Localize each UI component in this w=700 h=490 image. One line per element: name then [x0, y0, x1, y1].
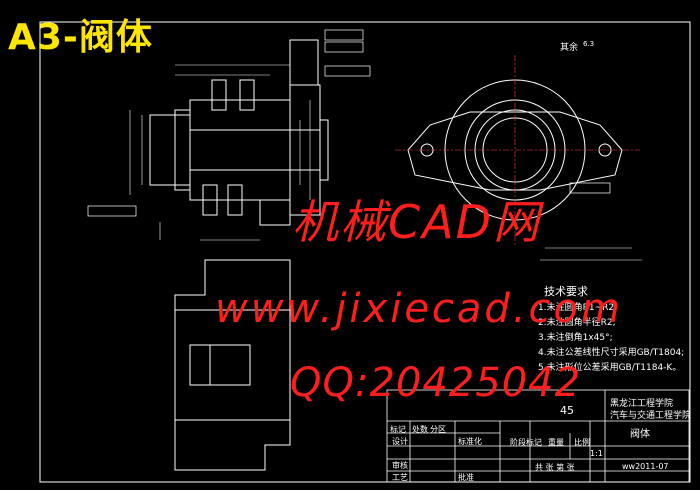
end-view — [395, 55, 640, 245]
tech-heading: 技术要求 — [544, 285, 588, 298]
drawing-number: ww2011-07 — [622, 462, 669, 471]
roughness-rest: 其余 — [560, 43, 579, 53]
process-label: 工艺 — [392, 473, 408, 482]
roughness-value: 6.3 — [583, 40, 595, 48]
page-title: A3-阀体 — [8, 17, 153, 58]
section-view — [149, 39, 329, 226]
stage-label: 阶段标记 — [510, 438, 542, 447]
bottom-view — [174, 259, 291, 471]
technical-requirements: 技术要求 1.未注圆角R1~R2; 2.未注圆角半径R2; 3.未注倒角1x45… — [538, 284, 684, 376]
material: 45 — [560, 404, 574, 417]
standard-label: 标准化 — [458, 437, 482, 446]
tech-item: 3.未注倒角1x45°; — [538, 333, 613, 343]
count-label: 处数 — [412, 425, 428, 434]
tech-item: 2.未注圆角半径R2; — [538, 318, 616, 328]
scale-value: 1:1 — [590, 449, 603, 458]
tech-item: 1.未注圆角R1~R2; — [538, 303, 618, 313]
watermark-line2: www.jixiecad.com — [215, 286, 623, 332]
sheet-border — [39, 21, 691, 483]
title-block-grid — [386, 389, 690, 483]
dimensions — [129, 64, 642, 261]
watermark-line3: QQ:20425042 — [290, 360, 582, 406]
dept-name: 汽车与交通工程学院 — [610, 411, 692, 421]
part-name: 阀体 — [630, 429, 650, 440]
watermark-line1: 机械CAD网 — [292, 195, 542, 249]
tech-item: 5.未注形位公差采用GB/T1184-K。 — [538, 363, 682, 373]
weight-label: 重量 — [548, 438, 564, 447]
tech-item: 4.未注公差线性尺寸采用GB/T1804; — [538, 348, 685, 358]
design-label: 设计 — [392, 437, 408, 446]
school-name: 黑龙江工程学院 — [610, 399, 674, 409]
scale-label: 比例 — [574, 438, 590, 447]
sheet-count: 共 张 第 张 — [535, 463, 575, 472]
zone-label: 分区 — [430, 425, 446, 434]
mark-label: 标记 — [390, 425, 406, 434]
review-label: 审核 — [392, 461, 408, 470]
tolerance-frames — [87, 29, 611, 217]
approve-label: 批准 — [458, 473, 474, 482]
